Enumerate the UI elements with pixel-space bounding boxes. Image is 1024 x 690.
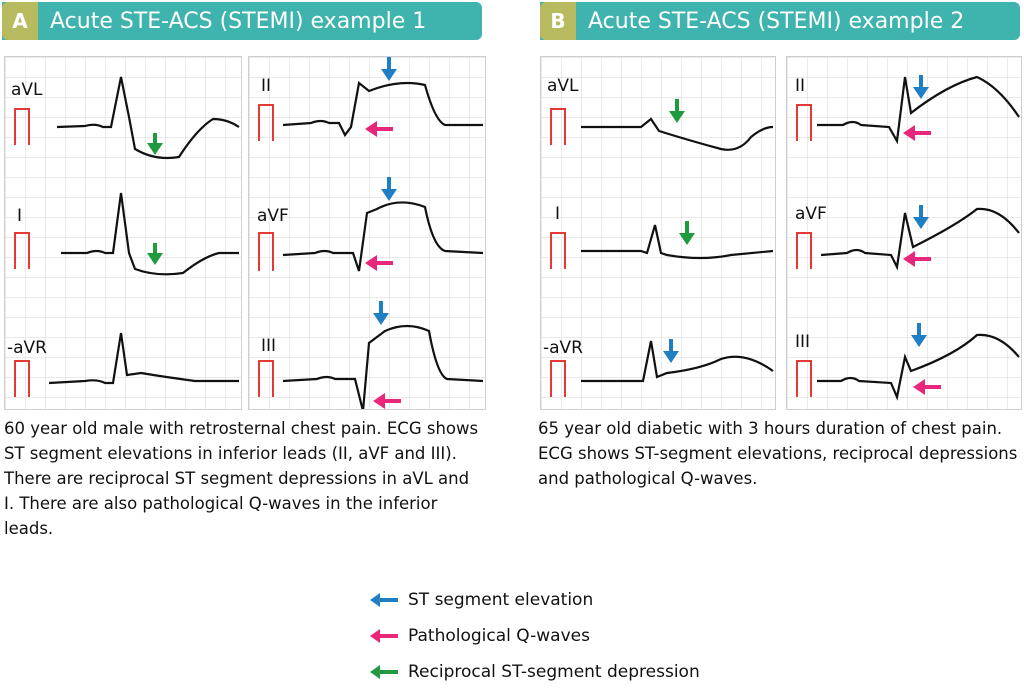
ecg-trace [61,192,239,276]
lead-label: I [555,204,560,224]
ecg-trace [581,340,774,383]
panel-a-title: Acute STE-ACS (STEMI) example 1 [50,8,427,34]
calibration-pulse [14,360,30,397]
lead-label: I [17,206,22,226]
panel-a-badge: A [2,2,38,40]
lead-i: I [550,204,774,269]
ecg-trace [581,117,774,151]
ecg-trace [282,324,484,409]
calibration-pulse [550,108,566,145]
calibration-pulse [550,360,566,397]
ecg-trace [817,75,1020,145]
lead-label: -aVR [7,338,47,358]
lead-label: II [261,76,271,96]
lead-label: III [261,336,276,356]
arrow-left-icon [370,665,398,679]
arrow-down-icon [663,339,679,363]
lead-neg-avr: -aVR [7,332,239,397]
panel-a-header: A Acute STE-ACS (STEMI) example 1 [2,2,482,40]
calibration-pulse [14,108,30,145]
lead-iii: III [795,332,1020,401]
lead-avf: aVF [257,201,484,272]
lead-i: I [14,192,239,276]
ecg-trace [817,333,1020,401]
calibration-pulse [796,232,812,269]
panel-b-title: Acute STE-ACS (STEMI) example 2 [588,8,965,34]
legend-label: ST segment elevation [408,590,594,610]
calibration-pulse [258,232,274,271]
lead-label: II [795,76,805,96]
lead-avf: aVF [795,204,1020,271]
arrow-down-icon [147,133,163,265]
panel-b-caption: 65 year old diabetic with 3 hours durati… [538,416,1024,491]
panel-a-caption: 60 year old male with retrosternal chest… [4,416,484,541]
legend-label: Reciprocal ST-segment depression [408,662,700,682]
calibration-pulse [14,232,30,269]
ecg-trace [48,332,239,385]
panel-b-badge: B [540,2,576,40]
lead-label: aVL [11,80,43,100]
arrow-left-icon [370,629,398,643]
lead-neg-avr: -aVR [543,338,774,397]
lead-avl: aVL [11,76,240,160]
lead-ii: II [258,76,483,141]
arrow-down-icon [911,75,929,347]
calibration-pulse [550,232,566,269]
caption-text: 65 year old diabetic with 3 hours durati… [538,419,1018,488]
panel-b-right-ecg: II aVF III [786,56,1022,410]
calibration-pulse [796,360,812,397]
arrow-left-icon [370,593,398,607]
lead-label: aVL [547,76,579,96]
lead-label: -aVR [543,338,583,358]
ecg-trace [282,80,483,138]
caption-text: 60 year old male with retrosternal chest… [4,419,479,538]
legend-label: Pathological Q-waves [408,626,590,646]
legend-item-q-waves: Pathological Q-waves [370,618,700,654]
legend: ST segment elevation Pathological Q-wave… [370,582,700,690]
lead-iii: III [258,324,484,409]
panel-b-left-ecg: aVL I -aVR [540,56,776,410]
panel-a-right-ecg: II aVF III [248,56,486,410]
arrow-left-icon [903,125,941,395]
arrow-left-icon [365,121,401,409]
lead-label: III [795,332,810,352]
panel-a-left-ecg: aVL I -aVR [4,56,242,410]
calibration-pulse [796,104,812,141]
lead-label: aVF [795,204,827,224]
calibration-pulse [258,360,274,397]
lead-avl: aVL [547,76,774,151]
ecg-trace [581,224,774,260]
legend-item-st-elevation: ST segment elevation [370,582,700,618]
calibration-pulse [258,104,274,141]
lead-label: aVF [257,206,289,226]
panel-b-header: B Acute STE-ACS (STEMI) example 2 [540,2,1020,40]
arrow-down-icon [669,99,695,245]
ecg-trace [56,76,240,160]
lead-ii: II [795,75,1020,145]
arrow-down-icon [373,57,397,325]
ecg-trace [820,207,1020,271]
legend-item-st-depression: Reciprocal ST-segment depression [370,654,700,690]
ecg-trace [282,201,484,272]
